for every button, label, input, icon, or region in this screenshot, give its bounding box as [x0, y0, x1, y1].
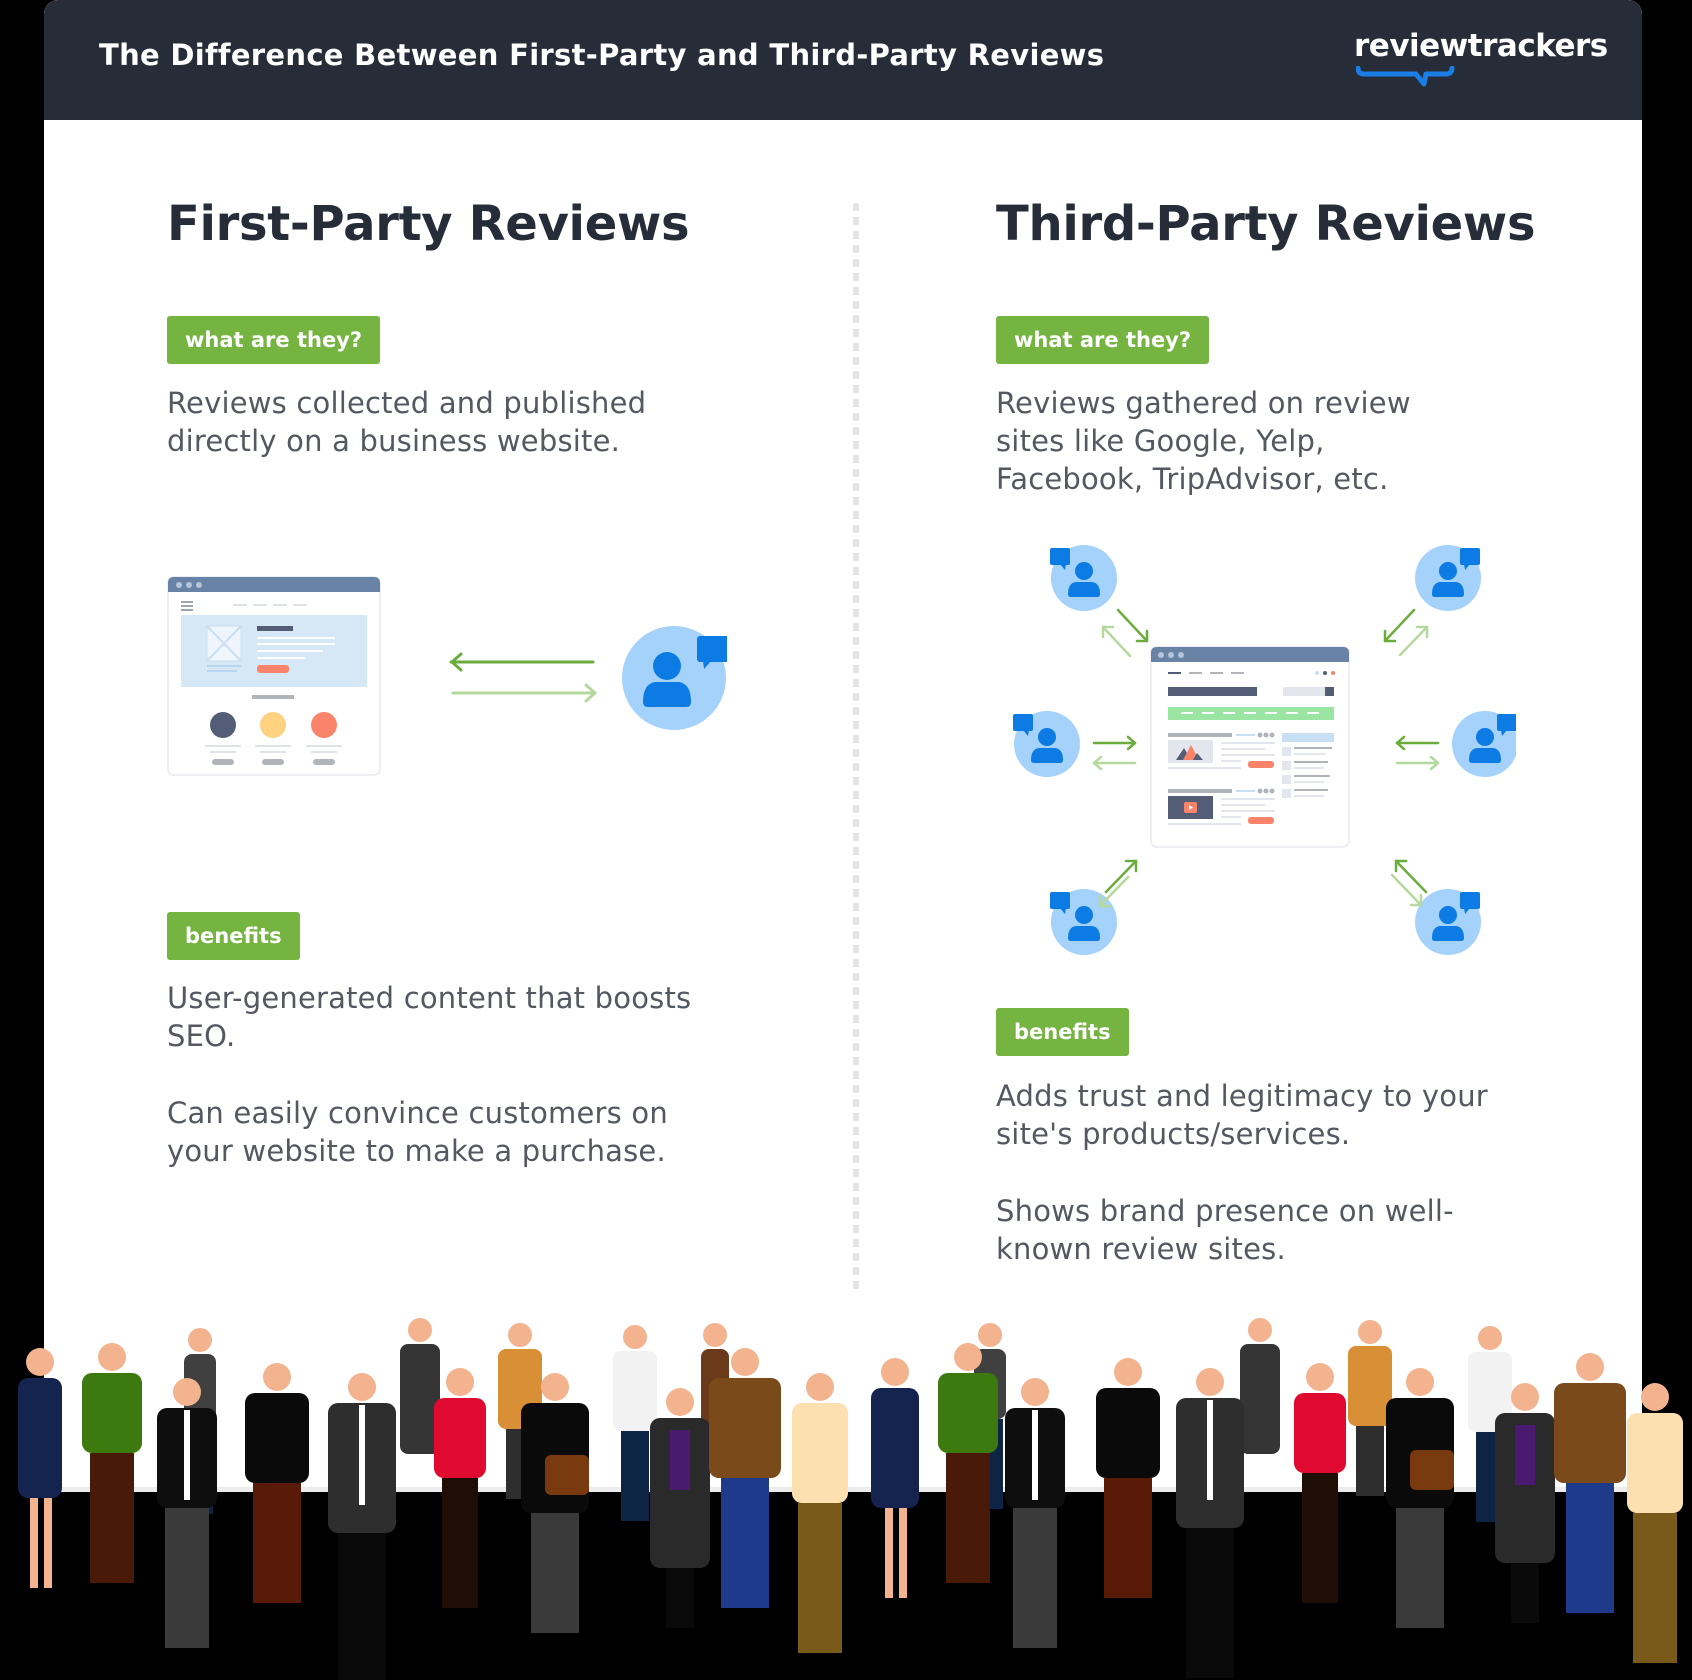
- browser-window-icon: [167, 576, 381, 776]
- first-party-benefits: User-generated content that boosts SEO. …: [167, 979, 727, 1170]
- third-party-title: Third-Party Reviews: [996, 196, 1536, 252]
- user-chat-icon: [622, 626, 727, 730]
- double-arrow-icon: [1092, 608, 1440, 908]
- benefit-item: Can easily convince customers on your we…: [167, 1096, 668, 1168]
- page-title: The Difference Between First-Party and T…: [99, 38, 1105, 72]
- review-site-browser-icon: [1150, 646, 1350, 848]
- header-bar: The Difference Between First-Party and T…: [44, 0, 1642, 120]
- user-chat-icon: [1050, 545, 1117, 611]
- description-text: Reviews collected and published directly…: [167, 386, 647, 458]
- user-chat-icon: [1415, 889, 1481, 955]
- speech-bracket-icon: [1356, 66, 1455, 87]
- benefit-item: User-generated content that boosts SEO.: [167, 981, 692, 1053]
- user-chat-icon: [1013, 711, 1080, 777]
- description-text: Reviews gathered on review sites like Go…: [996, 386, 1411, 496]
- person-icon: [18, 1318, 1683, 1680]
- logo-text: reviewtrackers: [1354, 28, 1608, 64]
- user-chat-icon: [1415, 545, 1481, 611]
- first-party-illustration: [167, 576, 727, 776]
- third-party-benefits: Adds trust and legitimacy to your site's…: [996, 1077, 1516, 1268]
- what-are-they-badge: what are they?: [167, 316, 381, 364]
- crowd-illustration: [18, 1318, 1683, 1680]
- third-party-illustration: [1013, 545, 1516, 955]
- double-arrow-icon: [449, 652, 597, 703]
- first-party-description: Reviews collected and published directly…: [167, 384, 727, 460]
- reviewtrackers-logo[interactable]: reviewtrackers: [1354, 28, 1608, 92]
- column-divider: [853, 203, 859, 1293]
- first-party-title: First-Party Reviews: [167, 196, 690, 252]
- benefits-badge: benefits: [167, 912, 300, 960]
- benefit-item: Shows brand presence on well-known revie…: [996, 1194, 1454, 1266]
- what-are-they-badge: what are they?: [996, 316, 1210, 364]
- benefits-badge: benefits: [996, 1008, 1129, 1056]
- benefit-item: Adds trust and legitimacy to your site's…: [996, 1079, 1488, 1151]
- third-party-description: Reviews gathered on review sites like Go…: [996, 384, 1476, 498]
- user-chat-icon: [1452, 711, 1516, 777]
- infographic-card: The Difference Between First-Party and T…: [44, 0, 1642, 1492]
